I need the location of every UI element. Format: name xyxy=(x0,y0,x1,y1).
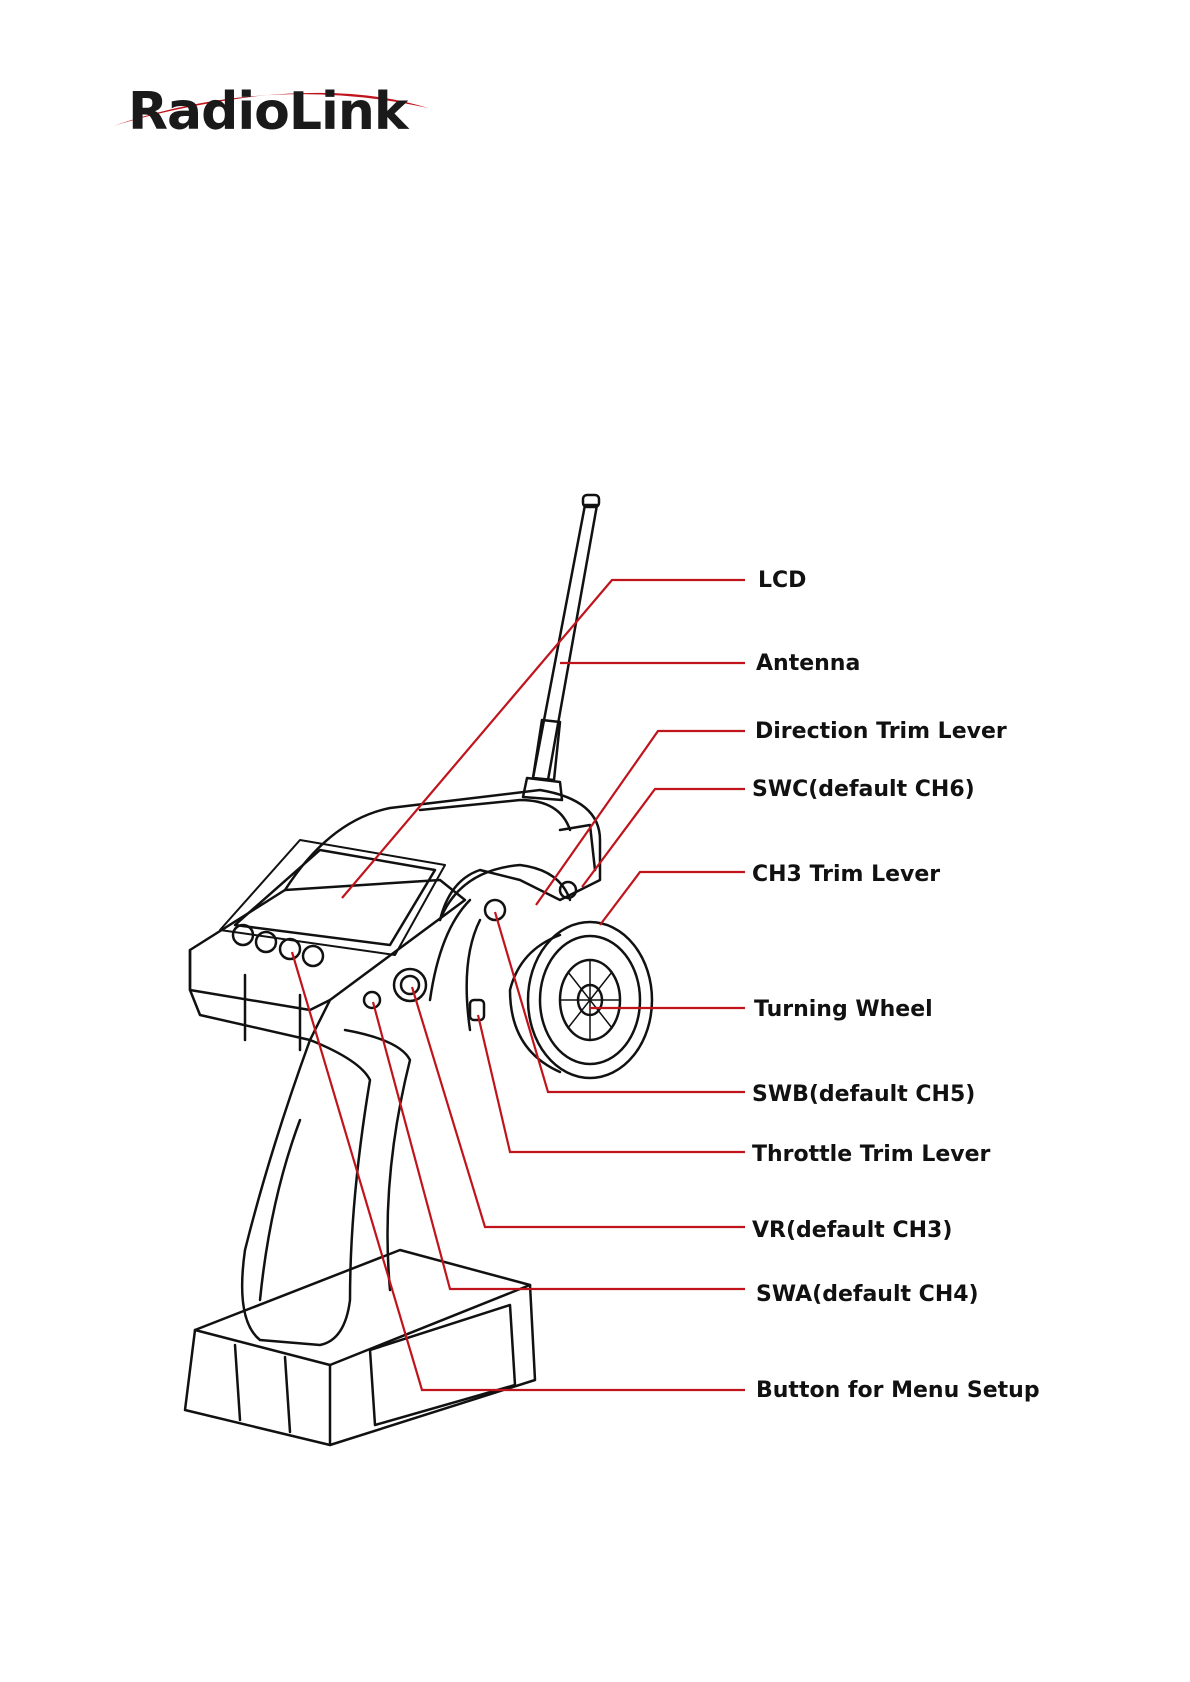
callout-lines xyxy=(292,580,745,1390)
callout-line-direction-trim xyxy=(536,731,745,905)
front-panel-drawing xyxy=(190,840,465,1050)
callout-line-throttle-trim xyxy=(478,1015,745,1152)
callout-label-throttle-trim: Throttle Trim Lever xyxy=(752,1142,990,1168)
callout-label-vr: VR(default CH3) xyxy=(752,1218,952,1244)
callout-label-swc: SWC(default CH6) xyxy=(752,777,975,803)
callout-line-lcd xyxy=(342,580,745,898)
callout-label-direction-trim: Direction Trim Lever xyxy=(755,719,1007,745)
callout-line-ch3-trim xyxy=(600,872,745,925)
callout-label-menu-button: Button for Menu Setup xyxy=(756,1378,1040,1404)
callout-label-turning-wheel: Turning Wheel xyxy=(754,997,933,1023)
housing-top-drawing xyxy=(285,790,600,920)
callout-line-vr xyxy=(412,987,745,1227)
turning-wheel-drawing xyxy=(510,922,652,1078)
callout-label-ch3-trim: CH3 Trim Lever xyxy=(752,862,940,888)
callout-label-swa: SWA(default CH4) xyxy=(756,1282,979,1308)
antenna-drawing xyxy=(523,495,599,800)
base-drawing xyxy=(185,1250,535,1445)
callout-line-menu-button xyxy=(292,952,745,1390)
callout-label-antenna: Antenna xyxy=(756,651,860,677)
callout-label-swb: SWB(default CH5) xyxy=(752,1082,975,1108)
grip-drawing xyxy=(242,1030,410,1345)
transmitter-drawing xyxy=(185,495,652,1445)
callout-label-lcd: LCD xyxy=(758,568,806,594)
